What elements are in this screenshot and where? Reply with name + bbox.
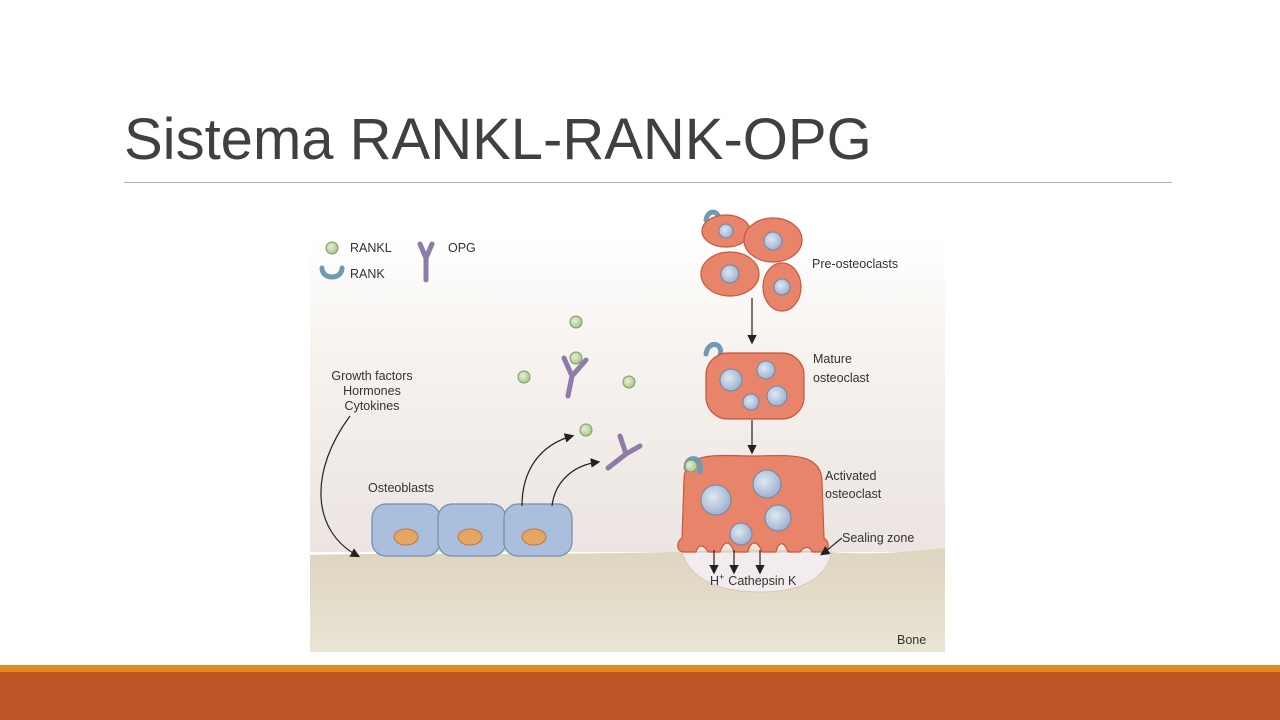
activated-osteoclast-label-line1: Activated — [825, 469, 876, 483]
bone-layer — [310, 548, 945, 652]
osteoclast-nucleus — [766, 385, 788, 407]
rank-legend-icon — [319, 265, 345, 280]
pre-osteoclast-nucleus — [773, 278, 791, 296]
activated-osteoclast-label-line2: osteoclast — [825, 487, 882, 501]
rank-receptor — [703, 342, 724, 359]
mature-osteoclast-label-line1: Mature — [813, 352, 852, 366]
slide-title: Sistema RANKL-RANK-OPG — [124, 107, 872, 172]
opg-legend-icon — [417, 241, 435, 283]
osteoblasts-label: Osteoblasts — [368, 481, 434, 495]
osteoblast-nucleus — [457, 528, 483, 546]
legend-opg-label: OPG — [448, 241, 476, 255]
bone-label: Bone — [897, 633, 926, 647]
rankl-molecule — [517, 370, 531, 384]
rankl-molecule — [579, 423, 593, 437]
osteoblast-nucleus — [393, 528, 419, 546]
rankl-rank-opg-diagram: RANKL RANK OPG Growth factors Hormones C… — [310, 200, 945, 652]
opg-molecule — [561, 355, 589, 399]
mature-osteoclast-label-line2: osteoclast — [813, 371, 870, 385]
footer-accent-stripe — [0, 665, 1280, 672]
rankl-legend-icon — [325, 241, 339, 255]
hormones-label: Hormones — [343, 384, 401, 398]
pre-osteoclasts-label: Pre-osteoclasts — [812, 257, 898, 271]
h-plus-superscript: + — [719, 572, 724, 582]
activated-osteoclast-cell — [677, 454, 829, 553]
legend-rank-label: RANK — [350, 267, 385, 281]
h-plus-label: H — [710, 574, 719, 588]
footer-bar — [0, 672, 1280, 720]
osteoclast-nucleus — [752, 469, 782, 499]
osteoblast-nucleus — [521, 528, 547, 546]
rankl-molecule — [622, 375, 636, 389]
osteoclast-nucleus — [700, 484, 732, 516]
cathepsin-label: Cathepsin K — [728, 574, 797, 588]
cathepsin-line: H+ Cathepsin K — [710, 572, 797, 588]
rankl-bound-to-opg — [569, 351, 583, 365]
background-panel — [310, 238, 945, 552]
rankl-secretion-arrow — [521, 433, 575, 507]
sealing-zone-pointer — [820, 537, 843, 556]
rankl-molecule — [569, 315, 583, 329]
opg-secretion-arrow — [551, 458, 601, 507]
sealing-zone-label: Sealing zone — [842, 531, 914, 545]
growth-factor-arrow — [320, 415, 361, 558]
osteoclast-nucleus — [719, 368, 743, 392]
pre-osteoclast-nucleus — [720, 264, 740, 284]
opg-molecule — [605, 433, 643, 471]
pre-osteoclast-nucleus — [763, 231, 783, 251]
osteoclast-nucleus — [756, 360, 776, 380]
cytokines-label: Cytokines — [345, 399, 400, 413]
osteoclast-nucleus — [764, 504, 792, 532]
growth-factors-label: Growth factors — [331, 369, 412, 383]
osteoclast-nucleus — [742, 393, 760, 411]
title-divider — [124, 182, 1172, 183]
osteoclast-nucleus — [729, 522, 753, 546]
pre-osteoclast-nucleus — [718, 223, 734, 239]
legend-rankl-label: RANKL — [350, 241, 392, 255]
rankl-bound-to-rank — [684, 459, 698, 473]
